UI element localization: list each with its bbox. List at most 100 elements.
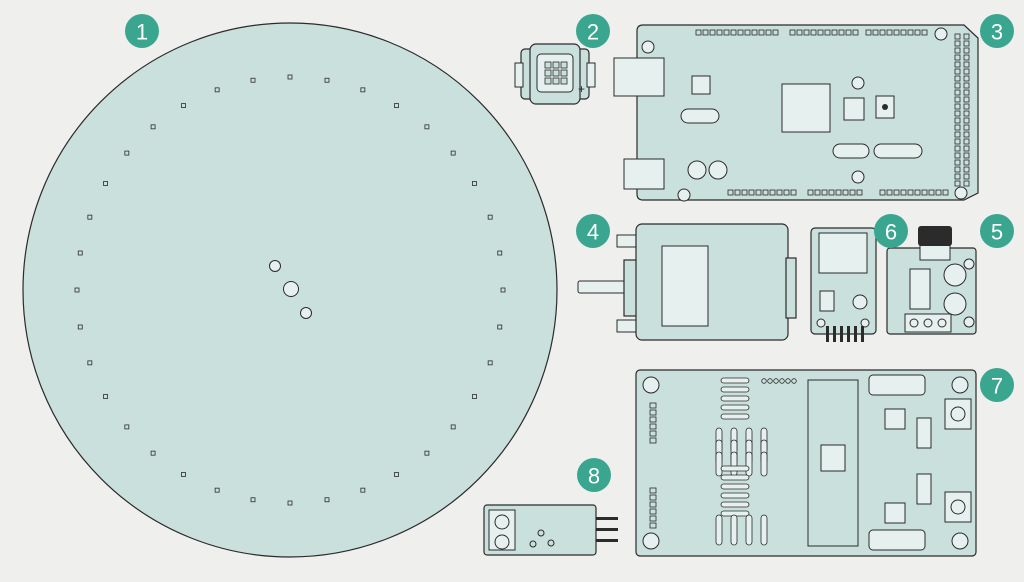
- header-pin: [954, 124, 961, 131]
- sd-card-slot: [818, 232, 868, 274]
- header-pin: [723, 29, 730, 36]
- header-pin: [872, 29, 879, 36]
- header-pin: [907, 29, 914, 36]
- header-pin: [886, 29, 893, 36]
- header-pin: [810, 29, 817, 36]
- disc-slot: [497, 250, 503, 256]
- led-chip: [552, 77, 560, 85]
- disc-slot: [250, 497, 256, 503]
- header-pin: [649, 515, 657, 522]
- header-pin: [727, 189, 734, 196]
- header-pin: [954, 61, 961, 68]
- sd-pin: [861, 326, 864, 342]
- header-pin: [928, 189, 935, 196]
- header-pin: [776, 189, 783, 196]
- badge-6-label: 6: [885, 220, 897, 245]
- header-pin: [954, 110, 961, 117]
- ir-emitter: [494, 514, 510, 530]
- disc-slot: [287, 74, 293, 80]
- pad: [773, 378, 779, 384]
- header-pin: [963, 33, 970, 40]
- capacitor: [687, 160, 707, 180]
- disc-slot: [214, 87, 220, 93]
- badge-5: 5: [980, 214, 1014, 248]
- mount-hole: [963, 258, 975, 270]
- dc-motor-component: [577, 223, 797, 341]
- header-pin: [824, 29, 831, 36]
- resistor: [720, 395, 750, 402]
- resistor: [720, 492, 750, 499]
- disc-slot: [450, 150, 456, 156]
- mount-hole: [852, 294, 868, 310]
- header-pin: [838, 29, 845, 36]
- mount-hole: [641, 40, 655, 54]
- disc-slot: [87, 360, 93, 366]
- disc-center-hole: [283, 281, 299, 297]
- header-pin: [954, 103, 961, 110]
- pot-knob[interactable]: [918, 226, 952, 246]
- resistor: [720, 377, 750, 384]
- disc-slot-ring: [74, 74, 506, 506]
- capacitor: [943, 263, 967, 287]
- header-pin: [744, 29, 751, 36]
- terminal-block: [904, 313, 952, 333]
- header-pin: [649, 423, 657, 430]
- disc-slot: [124, 424, 130, 430]
- resistor: [720, 483, 750, 490]
- disc-slot: [150, 450, 156, 456]
- header-pin: [954, 33, 961, 40]
- crystal: [680, 108, 720, 124]
- header-pin: [900, 29, 907, 36]
- header-pin: [790, 189, 797, 196]
- header-pin: [649, 402, 657, 409]
- trimmer-pot[interactable]: [884, 502, 906, 524]
- header-pin: [954, 166, 961, 173]
- disc-slot: [324, 77, 330, 83]
- led-tab: [514, 62, 524, 88]
- led-chip: [560, 69, 568, 77]
- header-pin: [963, 89, 970, 96]
- mount-hole: [934, 27, 948, 41]
- header-pin: [762, 189, 769, 196]
- header-pin: [886, 189, 893, 196]
- mount-hole: [951, 376, 969, 394]
- badge-8: 8: [577, 458, 611, 492]
- header-pin: [963, 138, 970, 145]
- header-pin: [963, 110, 970, 117]
- resistor: [730, 514, 738, 546]
- power-jack: [623, 158, 665, 190]
- badge-4-label: 4: [587, 220, 599, 245]
- header-pin: [702, 29, 709, 36]
- header-pin: [695, 29, 702, 36]
- header-pin: [789, 29, 796, 36]
- header-pin: [942, 189, 949, 196]
- terminal-screw: [950, 499, 966, 515]
- header-pin: [963, 180, 970, 187]
- pad: [767, 378, 773, 384]
- header-pin: [716, 29, 723, 36]
- header-pin: [828, 189, 835, 196]
- ir-pin: [596, 539, 618, 542]
- sd-card-module-component: [810, 227, 877, 342]
- header-pin: [963, 173, 970, 180]
- header-pin: [741, 189, 748, 196]
- led-chip: [560, 77, 568, 85]
- header-pin: [649, 430, 657, 437]
- terminal-screw: [909, 318, 919, 328]
- disc-slot: [472, 181, 477, 186]
- control-board-icon: [635, 369, 977, 557]
- mount-hole: [963, 316, 975, 328]
- trimmer-pot[interactable]: [884, 408, 906, 430]
- header-pin: [649, 416, 657, 423]
- resistor: [720, 501, 750, 508]
- disc-component: [22, 22, 558, 558]
- disc-slot: [424, 124, 430, 130]
- screw-terminal: [944, 491, 972, 523]
- sd-pin: [854, 326, 857, 342]
- header-pin: [852, 29, 859, 36]
- control-board-component: [635, 369, 977, 557]
- resistor: [715, 451, 723, 477]
- led-chip: [552, 69, 560, 77]
- led-chip: [544, 61, 552, 69]
